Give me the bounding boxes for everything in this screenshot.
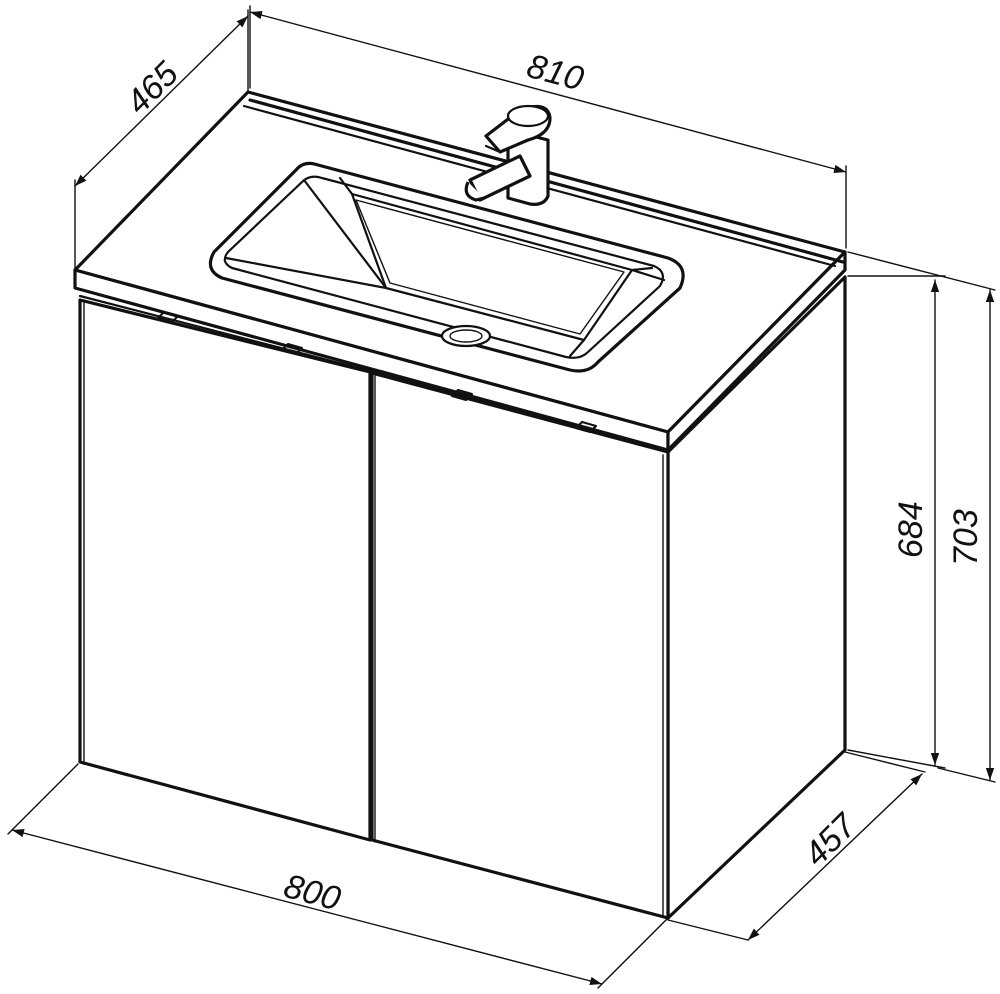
dim-810-label: 810 [523,47,588,98]
dimension-cabinet-height: 684 [847,275,946,769]
cabinet-body [78,275,847,920]
right-door [370,371,670,920]
dim-703-label: 703 [947,509,985,566]
dim-465-label: 465 [119,55,186,122]
basin [208,161,685,373]
countertop-right-edge [666,250,847,452]
left-door [78,298,372,842]
dim-800-label: 800 [280,867,345,918]
dim-457-label: 457 [797,806,865,874]
dimension-total-height: 703 [847,251,996,783]
dim-684-label: 684 [892,501,930,558]
drain-icon [440,324,492,348]
